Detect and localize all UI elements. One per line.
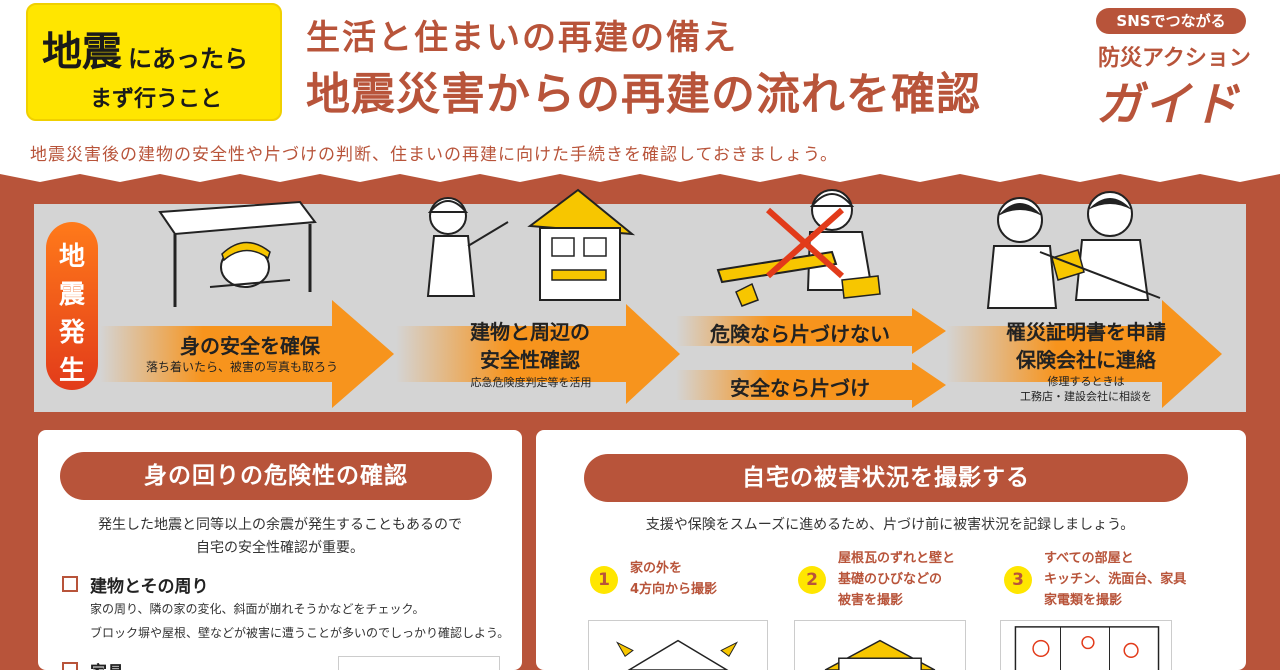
photo-step-line: 家の外を	[630, 561, 683, 576]
step1-subtitle: 落ち着いたら、被害の写真も取ろう	[145, 360, 338, 374]
photo-step-line: すべての部屋と	[1044, 551, 1134, 566]
zigzag-edge	[0, 168, 1280, 182]
check-furniture-label: 家具	[90, 658, 124, 670]
step4-subtitle-line1: 修理するときは	[1047, 375, 1125, 388]
photo-step-line: 被害を撮影	[838, 593, 904, 608]
hazard-desc-line2: 自宅の安全性確認が重要。	[196, 540, 364, 556]
photo-step-number: 1	[590, 566, 618, 594]
house-exterior-thumb	[588, 620, 768, 670]
inspector-house-illustration	[426, 188, 636, 301]
logo-line3: ガイド	[1096, 77, 1240, 131]
check-building-note1: 家の周り、隣の家の変化、斜面が崩れそうかなどをチェック。	[90, 602, 425, 616]
photo-step-line: 基礎のひびなどの	[838, 572, 943, 587]
floor-plan-thumb	[1000, 620, 1172, 670]
checkbox-building[interactable]	[62, 576, 78, 592]
step3-danger: 危険なら片づけない	[710, 322, 890, 346]
header-badge: 地震 にあったら まず行うこと	[26, 3, 282, 121]
step1-title: 身の安全を確保	[180, 334, 320, 358]
start-char: 生	[58, 356, 85, 386]
headline-main: 地震災害からの再建の流れを確認	[306, 69, 981, 120]
step4-title-line2: 保険会社に連絡	[1016, 348, 1156, 372]
step2-title-line1: 建物と周辺の	[470, 320, 590, 344]
photo-step-line: 家電類を撮影	[1044, 593, 1123, 608]
step3-safe: 安全なら片づけ	[730, 376, 870, 400]
table-duck-illustration	[158, 200, 317, 307]
step4-subtitle: 修理するときは 工務店・建設会社に相談を	[966, 374, 1206, 404]
logo-line2: 防災アクション	[1098, 46, 1251, 71]
arrow-safe	[676, 362, 946, 408]
insurance-consult-illustration	[986, 191, 1161, 309]
checkbox-furniture[interactable]	[62, 662, 78, 670]
step4-title-line1: 罹災証明書を申請	[1006, 320, 1166, 344]
photo-step-line: キッチン、洗面台、家具	[1044, 572, 1187, 587]
step2-title-line2: 安全性確認	[480, 348, 580, 372]
check-building-note2: ブロック塀や屋根、壁などが被害に遭うことが多いのでしっかり確認しよう。	[90, 626, 510, 640]
photo-step-number: 3	[1004, 566, 1032, 594]
hazard-check-title: 身の回りの危険性の確認	[60, 452, 492, 500]
photo-record-title: 自宅の被害状況を撮影する	[584, 454, 1188, 502]
photo-step-line: 屋根瓦のずれと壁と	[838, 551, 956, 566]
arrow-step2	[396, 304, 680, 404]
badge-large-text: 地震	[42, 29, 122, 75]
badge-small-text: にあったら	[128, 45, 248, 73]
photo-step-text: 家の外を 4方向から撮影	[630, 558, 717, 600]
logo-pill: SNSでつながる	[1096, 8, 1246, 34]
hazard-check-desc: 発生した地震と同等以上の余震が発生することもあるので 自宅の安全性確認が重要。	[40, 514, 520, 560]
furniture-illustration	[338, 656, 500, 670]
step2-subtitle: 応急危険度判定等を活用	[470, 376, 592, 389]
roof-damage-thumb	[794, 620, 966, 670]
intro-text: 地震災害後の建物の安全性や片づけの判断、住まいの再建に向けた手続きを確認しておき…	[30, 145, 838, 165]
arrow-danger	[676, 308, 946, 354]
arrow-step1	[100, 300, 394, 408]
headline-sub: 生活と住まいの再建の備え	[306, 18, 738, 58]
start-char: 震	[58, 280, 85, 310]
step4-title: 罹災証明書を申請 保険会社に連絡	[966, 318, 1206, 374]
guide-logo: SNSでつながる 防災アクション ガイド	[1096, 8, 1260, 131]
step4-subtitle-line2: 工務店・建設会社に相談を	[1020, 390, 1152, 403]
cleanup-danger-illustration	[716, 189, 881, 307]
hazard-desc-line1: 発生した地震と同等以上の余震が発生することもあるので	[98, 517, 462, 533]
photo-record-desc: 支援や保険をスムーズに進めるため、片づけ前に被害状況を記録しましょう。	[645, 517, 1135, 533]
badge-line2: まず行うこと	[90, 87, 223, 112]
start-char: 地	[58, 242, 85, 272]
photo-step-line: 4方向から撮影	[630, 582, 718, 597]
photo-step-text: 屋根瓦のずれと壁と 基礎のひびなどの 被害を撮影	[838, 548, 955, 611]
earthquake-start-pill: 地 震 発 生	[46, 222, 98, 390]
photo-step-text: すべての部屋と キッチン、洗面台、家具 家電類を撮影	[1044, 548, 1186, 611]
arrow-step4	[946, 300, 1222, 408]
check-building-label: 建物とその周り	[90, 577, 209, 597]
step2-title: 建物と周辺の 安全性確認	[450, 318, 610, 374]
start-char: 発	[58, 318, 85, 348]
photo-step-number: 2	[798, 566, 826, 594]
